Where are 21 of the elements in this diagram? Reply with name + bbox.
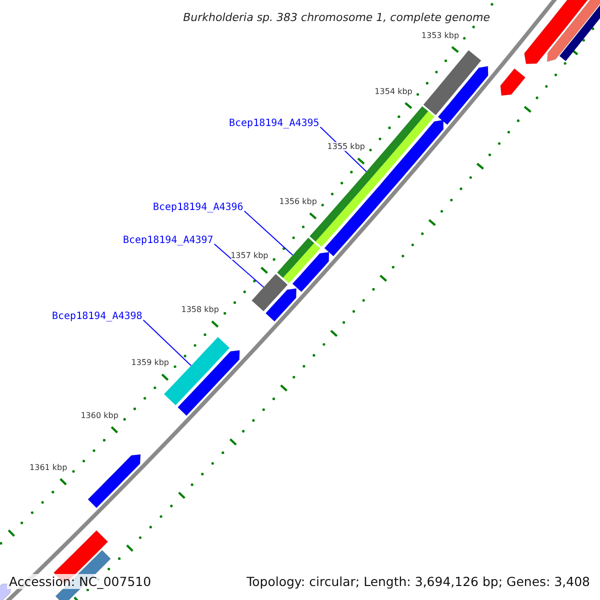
genome-info-text: Topology: circular; Length: 3,694,126 bp; Genes: 3,408: [244, 574, 592, 589]
scale-label: 1360 kbp: [80, 410, 118, 420]
gene-bar: [277, 238, 320, 284]
gene-label: Bcep18194_A4397: [123, 235, 214, 246]
scale-label: 1361 kbp: [30, 462, 68, 472]
scale-label: 1355 kbp: [327, 142, 365, 152]
scale-label: 1359 kbp: [131, 358, 169, 368]
scale-label: 1357 kbp: [230, 251, 268, 260]
scale-label: 1354 kbp: [374, 86, 412, 96]
leader-line: [214, 244, 264, 288]
gene-label: Bcep18194_A4398: [52, 311, 142, 322]
scale-label: 1358 kbp: [181, 305, 219, 314]
accession-text: Accession: NC_007510: [7, 574, 154, 589]
scale-label: 1353 kbp: [421, 30, 460, 40]
map-title: Burkholderia sp. 383 chromosome 1, complete genome: [183, 11, 490, 24]
scale-label: 1356 kbp: [279, 196, 317, 206]
gene-label: Bcep18194_A4396: [153, 202, 244, 213]
gene-bar: [252, 274, 288, 312]
leader-line: [244, 210, 294, 256]
leader-line: [142, 320, 192, 366]
gene-label: Bcep18194_A4395: [229, 118, 320, 129]
